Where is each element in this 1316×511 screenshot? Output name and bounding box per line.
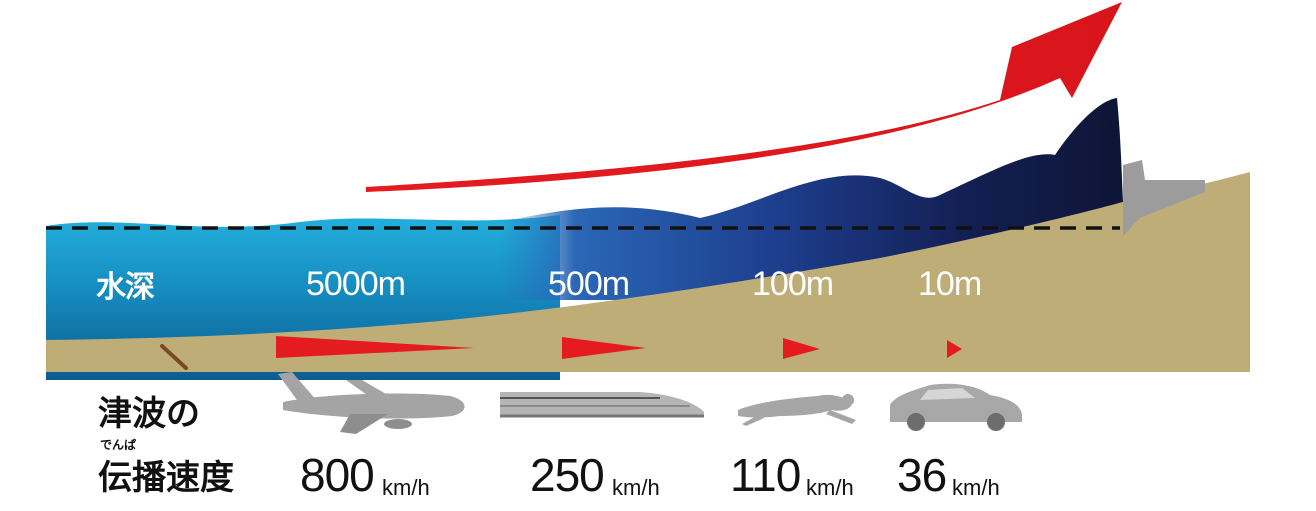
speed-value-car: 36 <box>897 449 947 501</box>
wave-height-arrow <box>366 2 1122 192</box>
speed-unit-airplane: km/h <box>382 475 430 500</box>
depth-label-500: 500m <box>548 265 630 303</box>
speed-wedge-1 <box>276 336 474 358</box>
depth-heading: 水深 <box>96 270 155 305</box>
depth-label-10: 10m <box>918 265 982 303</box>
speed-heading-line1: 津波の <box>98 394 200 434</box>
seawall-icon <box>1123 160 1205 236</box>
seabed <box>46 172 1250 372</box>
seabed-detail <box>160 344 188 370</box>
depth-label-5000: 5000m <box>306 265 406 303</box>
airplane-icon <box>278 372 465 434</box>
speed-unit-car: km/h <box>952 475 1000 500</box>
speed-unit-cheetah: km/h <box>806 475 854 500</box>
bullet-train-icon <box>500 392 704 418</box>
cheetah-icon <box>738 394 856 426</box>
speed-heading-ruby: でんぱ <box>100 438 137 452</box>
speed-wedge-4 <box>947 340 962 358</box>
speed-unit-train: km/h <box>612 475 660 500</box>
speed-heading-line2: 伝播速度 <box>98 458 234 498</box>
speed-wedge-2 <box>562 337 646 359</box>
speed-value-cheetah: 110 <box>730 449 801 501</box>
depth-label-100: 100m <box>752 265 834 303</box>
speed-value-train: 250 <box>530 449 605 501</box>
speed-value-airplane: 800 <box>300 449 375 501</box>
car-icon <box>890 383 1022 431</box>
speed-wedge-3 <box>783 338 820 359</box>
